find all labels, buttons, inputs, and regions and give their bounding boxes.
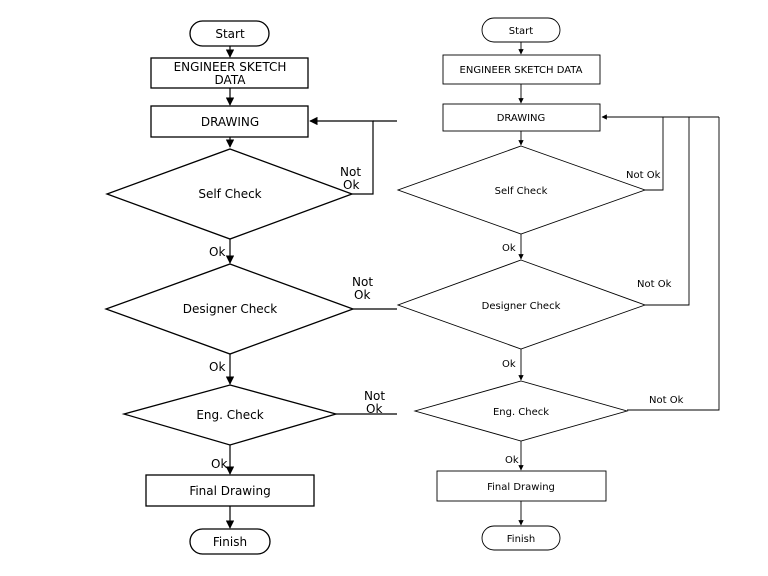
right-self-check-label: Self Check bbox=[495, 186, 548, 197]
right-eng-check-label: Eng. Check bbox=[493, 407, 549, 418]
left-eng-check-label: Eng. Check bbox=[196, 408, 263, 422]
left-loop-self-check-not-ok bbox=[309, 116, 374, 195]
right-ok-label-3: Ok bbox=[505, 455, 519, 466]
left-eng-check-diamond bbox=[121, 384, 339, 446]
left-drawing-box bbox=[150, 105, 309, 138]
left-sketch-label-line2: DATA bbox=[215, 73, 247, 87]
right-drawing-box bbox=[442, 103, 601, 132]
left-not-ok-3-line2: Ok bbox=[366, 402, 382, 416]
right-loop-self-check-not-ok bbox=[645, 117, 664, 191]
left-flowchart: Start ENGINEER SKETCH DATA DRAWING Self … bbox=[104, 20, 397, 555]
left-designer-check-label: Designer Check bbox=[183, 302, 278, 316]
right-designer-check-diamond bbox=[396, 259, 647, 350]
right-finish-terminal bbox=[481, 525, 561, 551]
left-drawing-label: DRAWING bbox=[201, 115, 259, 129]
left-sketch-label-line1: ENGINEER SKETCH bbox=[174, 60, 287, 74]
right-sketch-box bbox=[442, 54, 601, 85]
right-eng-check-diamond bbox=[413, 380, 629, 442]
left-start-terminal bbox=[189, 20, 270, 47]
left-not-ok-2-line2: Ok bbox=[354, 288, 370, 302]
left-not-ok-1-line2: Ok bbox=[343, 178, 359, 192]
right-not-ok-label-2: Not Ok bbox=[637, 279, 672, 290]
right-not-ok-label-1: Not Ok bbox=[626, 170, 661, 181]
right-finish-label: Finish bbox=[507, 534, 535, 545]
right-designer-check-label: Designer Check bbox=[482, 301, 561, 312]
left-not-ok-1-line1: Not bbox=[340, 165, 361, 179]
left-ok-label-2: Ok bbox=[209, 360, 225, 374]
right-self-check-diamond bbox=[396, 145, 647, 235]
right-ok-label-1: Ok bbox=[502, 243, 516, 254]
left-not-ok-3-line1: Not bbox=[364, 389, 385, 403]
right-loop-designer-not-ok bbox=[645, 117, 690, 306]
left-self-check-diamond bbox=[105, 148, 354, 240]
left-sketch-box bbox=[150, 57, 309, 89]
right-ok-label-2: Ok bbox=[502, 359, 516, 370]
left-ok-label-3: Ok bbox=[211, 457, 227, 471]
left-finish-terminal bbox=[189, 528, 271, 555]
left-designer-check-diamond bbox=[104, 263, 355, 355]
left-self-check-label: Self Check bbox=[198, 187, 261, 201]
left-finish-label: Finish bbox=[213, 535, 247, 549]
right-loop-eng-not-ok bbox=[627, 117, 720, 411]
left-start-label: Start bbox=[215, 27, 245, 41]
right-start-terminal bbox=[481, 17, 561, 43]
left-not-ok-2-line1: Not bbox=[352, 275, 373, 289]
right-sketch-label: ENGINEER SKETCH DATA bbox=[460, 65, 583, 76]
right-final-drawing-label: Final Drawing bbox=[487, 482, 555, 493]
right-start-label: Start bbox=[509, 26, 534, 37]
right-final-drawing-box bbox=[436, 470, 607, 502]
right-not-ok-label-3: Not Ok bbox=[649, 395, 684, 406]
right-drawing-label: DRAWING bbox=[497, 113, 546, 124]
left-ok-label-1: Ok bbox=[209, 245, 225, 259]
right-flowchart: Start ENGINEER SKETCH DATA DRAWING Self … bbox=[396, 17, 720, 551]
left-final-drawing-label: Final Drawing bbox=[189, 484, 270, 498]
left-final-drawing-box bbox=[145, 474, 315, 507]
